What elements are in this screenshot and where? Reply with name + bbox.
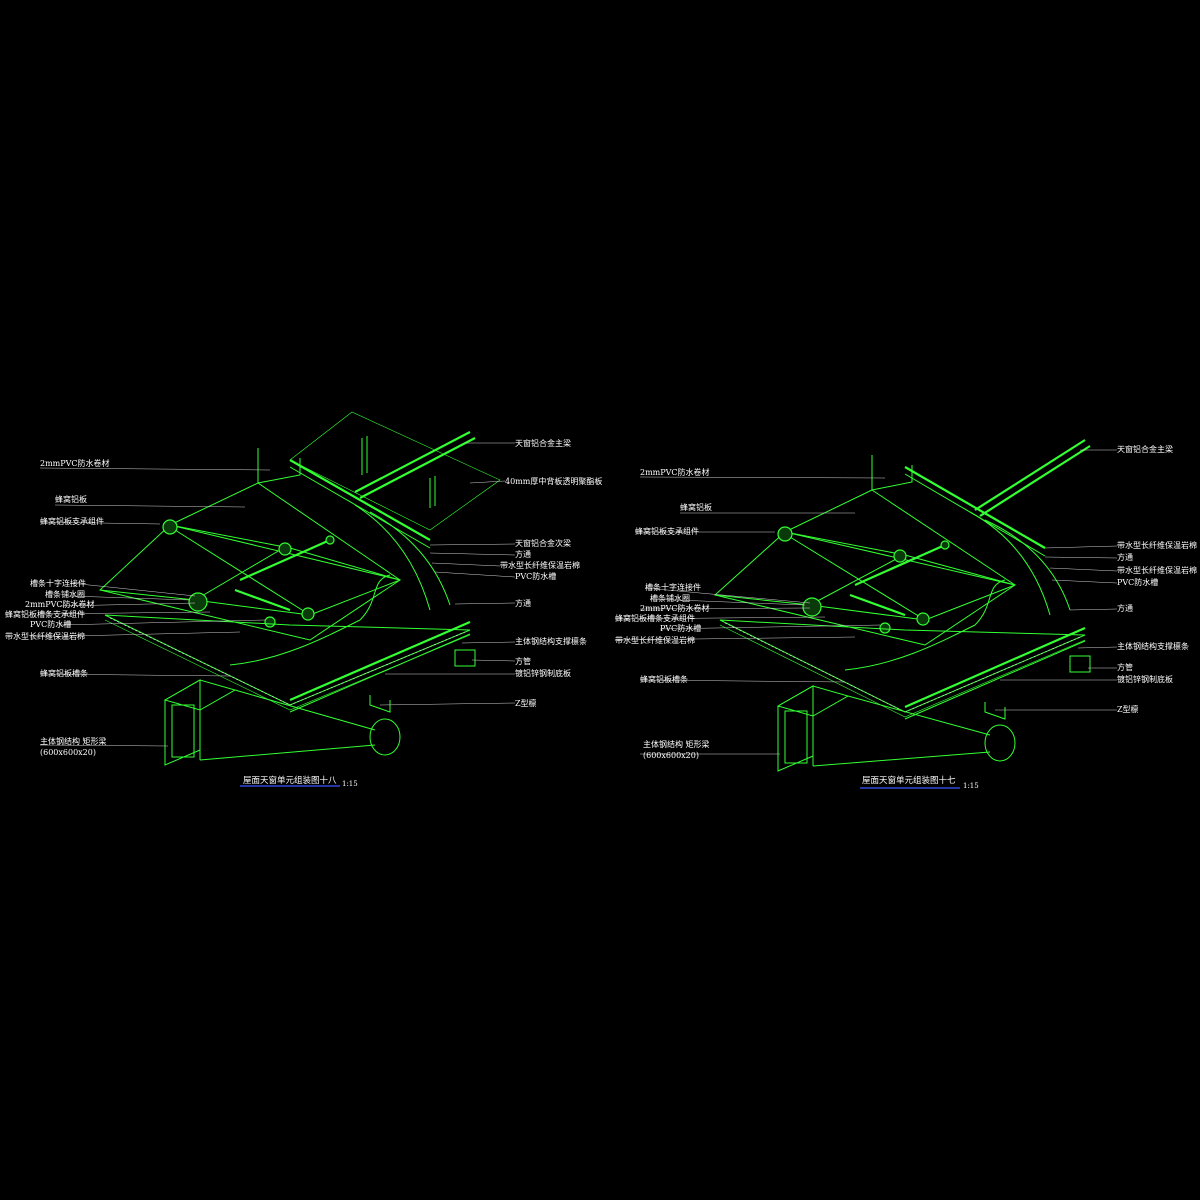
drawing-17-labels: 2mmPVC防水卷材 蜂窝铝板 蜂窝铝板支承组件 槽条十字连接件 槽条铺水圈 2… xyxy=(614,444,1197,790)
label-water-ring: 槽条铺水圈 xyxy=(45,589,85,599)
secondary-beam xyxy=(904,466,1046,549)
label-steel-beam-size: (600x600x20) xyxy=(643,751,699,760)
label-pvc-membrane-2: 2mmPVC防水卷材 xyxy=(640,603,710,613)
label-square-tube: 方通 xyxy=(515,549,531,559)
label-square-pipe: 方管 xyxy=(1117,662,1133,672)
label-secondary-beam: 带水型长纤维保温岩棉 xyxy=(1117,540,1197,550)
drawing-title: 屋面天窗单元组装图十七 xyxy=(862,775,956,786)
label-cross-connector: 槽条十字连接件 xyxy=(30,578,86,588)
label-pvc-gutter: PVC防水槽 xyxy=(660,623,701,633)
label-main-beam: 天窗铝合金主梁 xyxy=(1117,444,1173,454)
main-beam xyxy=(974,439,1086,511)
label-panel-support: 蜂窝铝板支承组件 xyxy=(635,526,699,536)
drawing-scale: 1:15 xyxy=(963,782,979,790)
label-strip-support: 蜂窝铝板槽条支承组件 xyxy=(615,613,695,623)
label-steel-beam-size: (600x600x20) xyxy=(40,748,96,757)
label-honeycomb-panel: 蜂窝铝板 xyxy=(55,494,87,504)
glass-panel xyxy=(289,411,501,531)
label-steel-beam: 主体钢结构 矩形梁 xyxy=(40,736,107,746)
label-square-pipe: 方管 xyxy=(515,656,531,666)
drawing-18-labels: 2mmPVC防水卷材 蜂窝铝板 蜂窝铝板支承组件 槽条十字连接件 槽条铺水圈 2… xyxy=(5,438,602,788)
label-pvc-membrane-2: 2mmPVC防水卷材 xyxy=(25,599,95,609)
main-beam xyxy=(354,431,471,493)
label-z-purlin: Z型檩 xyxy=(1117,704,1139,714)
label-panel-strip: 蜂窝铝板槽条 xyxy=(40,668,88,678)
label-water-ring: 槽条铺水圈 xyxy=(650,593,690,603)
insulation xyxy=(969,511,1051,616)
label-insulation: 带水型长纤维保温岩棉 xyxy=(5,631,85,641)
label-insulation-r: 带水型长纤维保温岩棉 xyxy=(500,560,580,570)
label-cross-connector: 槽条十字连接件 xyxy=(645,582,701,592)
label-steel-base: 镀铝锌钢制底板 xyxy=(1117,674,1173,684)
base-slab xyxy=(719,619,1086,713)
label-main-beam: 天窗铝合金主梁 xyxy=(515,438,571,448)
drawing-18 xyxy=(98,411,501,787)
base-slab xyxy=(104,614,471,706)
label-support-purlin: 主体钢结构支撑檩条 xyxy=(515,636,587,646)
label-panel-strip: 蜂窝铝板槽条 xyxy=(640,674,688,684)
label-secondary-beam: 天窗铝合金次梁 xyxy=(515,538,571,548)
label-pvc-membrane: 2mmPVC防水卷材 xyxy=(640,467,710,477)
label-steel-beam: 主体钢结构 矩形梁 xyxy=(643,739,710,749)
drawing-title: 屋面天窗单元组装图十八 xyxy=(243,775,337,786)
insulation xyxy=(354,504,431,611)
label-glass-panel: 40mm厚中背板透明聚酯板 xyxy=(505,476,602,486)
label-square-tube: 方通 xyxy=(1117,552,1133,562)
label-insulation-r: 带水型长纤维保温岩棉 xyxy=(1117,565,1197,575)
label-z-purlin: Z型檩 xyxy=(515,698,537,708)
label-square-tube-2: 方通 xyxy=(1117,603,1133,613)
label-pvc-gutter: PVC防水槽 xyxy=(30,619,71,629)
label-support-purlin: 主体钢结构支撑檩条 xyxy=(1117,641,1189,651)
label-pvc-membrane: 2mmPVC防水卷材 xyxy=(40,458,110,468)
label-pvc-gutter-r: PVC防水槽 xyxy=(1117,577,1158,587)
drawing-17 xyxy=(713,439,1091,789)
steel-beam xyxy=(164,679,201,766)
drawing-scale: 1:15 xyxy=(342,780,358,788)
secondary-beam xyxy=(289,459,431,541)
label-insulation: 带水型长纤维保温岩棉 xyxy=(615,635,695,645)
label-strip-support: 蜂窝铝板槽条支承组件 xyxy=(5,609,85,619)
label-square-tube-2: 方通 xyxy=(515,598,531,608)
label-steel-base: 镀铝锌钢制底板 xyxy=(515,668,571,678)
label-pvc-gutter-r: PVC防水槽 xyxy=(515,571,556,581)
label-honeycomb-panel: 蜂窝铝板 xyxy=(680,502,712,512)
label-panel-support: 蜂窝铝板支承组件 xyxy=(40,516,104,526)
steel-beam xyxy=(777,685,814,772)
